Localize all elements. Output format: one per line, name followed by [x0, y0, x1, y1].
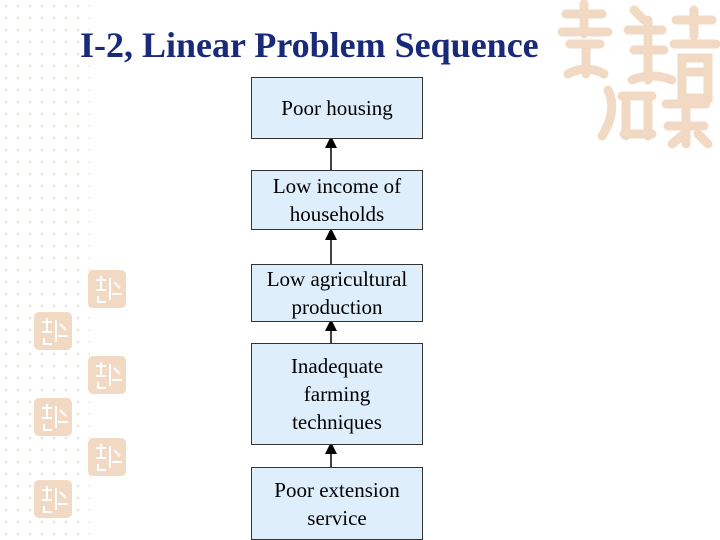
dotted-edge-texture	[0, 0, 90, 540]
node-inadequate-farming-techniques: Inadequate farming techniques	[251, 343, 423, 445]
page-title: I-2, Linear Problem Sequence	[80, 25, 539, 65]
node-poor-extension-service: Poor extension service	[251, 467, 423, 540]
calligraphy-icon	[557, 0, 720, 149]
node-label: Low income of households	[272, 174, 402, 226]
seal-stamp-icon	[88, 356, 126, 394]
node-label: Poor extension service	[274, 477, 400, 530]
node-label: Poor housing	[281, 96, 393, 120]
seal-stamp-icon	[88, 438, 126, 476]
node-low-agricultural-production: Low agricultural production	[251, 264, 423, 322]
seal-stamp-icon	[88, 270, 126, 308]
seal-stamp-icon	[34, 398, 72, 436]
seal-stamp-icon	[34, 312, 72, 350]
seal-stamp-icon	[34, 480, 72, 518]
node-poor-housing: Poor housing	[251, 77, 423, 139]
node-label: Inadequate farming techniques	[290, 354, 384, 434]
node-low-income: Low income of households	[251, 170, 423, 230]
node-label: Low agricultural production	[266, 267, 408, 319]
